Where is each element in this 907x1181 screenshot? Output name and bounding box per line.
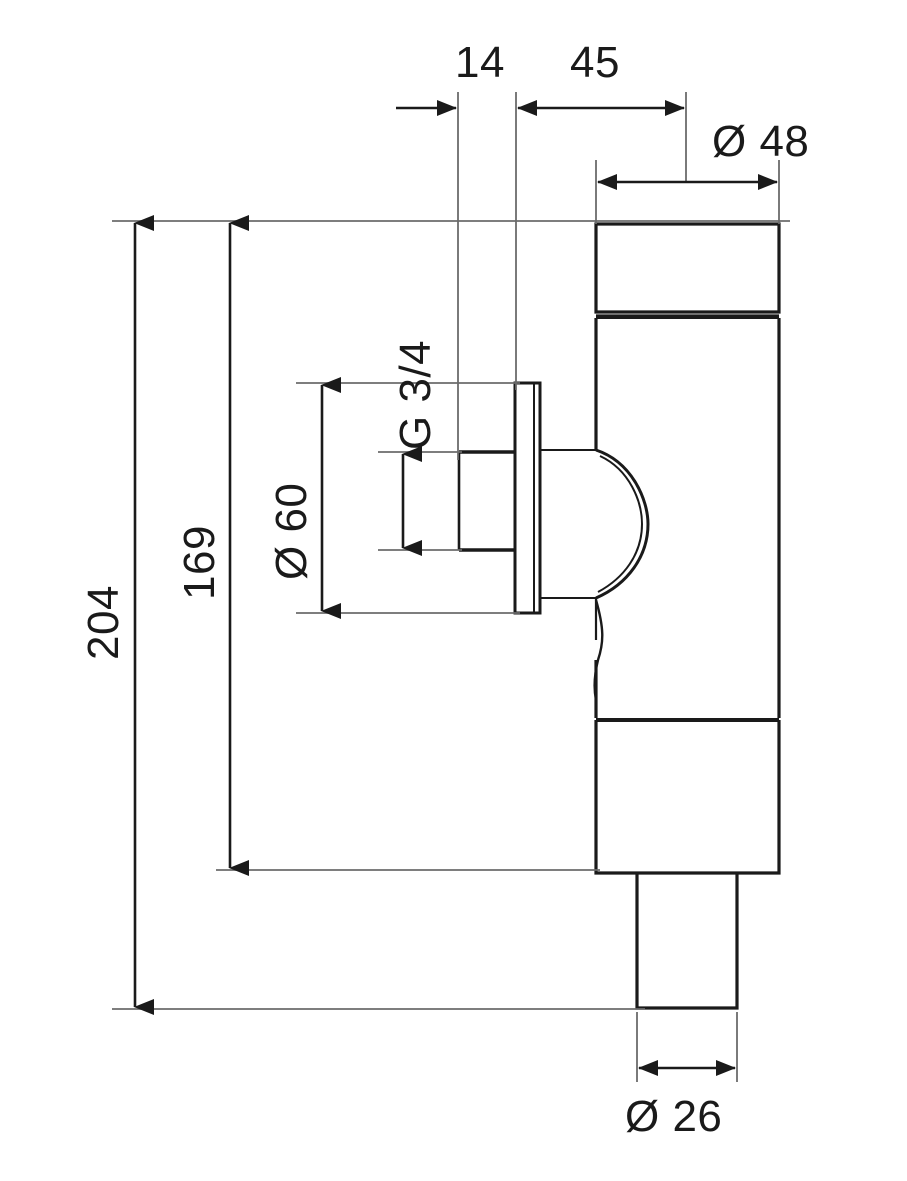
dimension-label-flange-diameter: Ø 60	[267, 482, 316, 580]
valve-lower-body	[594, 718, 781, 875]
valve-top-cap	[594, 222, 781, 318]
inlet-pipe-stub	[457, 450, 515, 552]
valve-handle-lever	[593, 448, 650, 701]
dimension-label-inlet-thread: G 3/4	[391, 339, 440, 450]
dimension-label-cap-diameter: Ø 48	[712, 117, 810, 166]
dimension-label-overall-height: 204	[79, 585, 128, 660]
valve-part-outline	[457, 222, 781, 1010]
dimension-label-body-height: 169	[175, 525, 224, 600]
valve-outlet-spigot	[635, 873, 739, 1010]
dimension-label-top-offset: 14	[455, 38, 505, 87]
dimension-lines	[133, 100, 778, 1076]
dimension-label-outlet-diameter: Ø 26	[625, 1092, 723, 1141]
valve-main-body	[594, 317, 781, 718]
flange-to-body-neck	[540, 449, 596, 599]
dimension-label-top-span: 45	[570, 38, 620, 87]
inlet-flange-plate	[513, 381, 542, 615]
